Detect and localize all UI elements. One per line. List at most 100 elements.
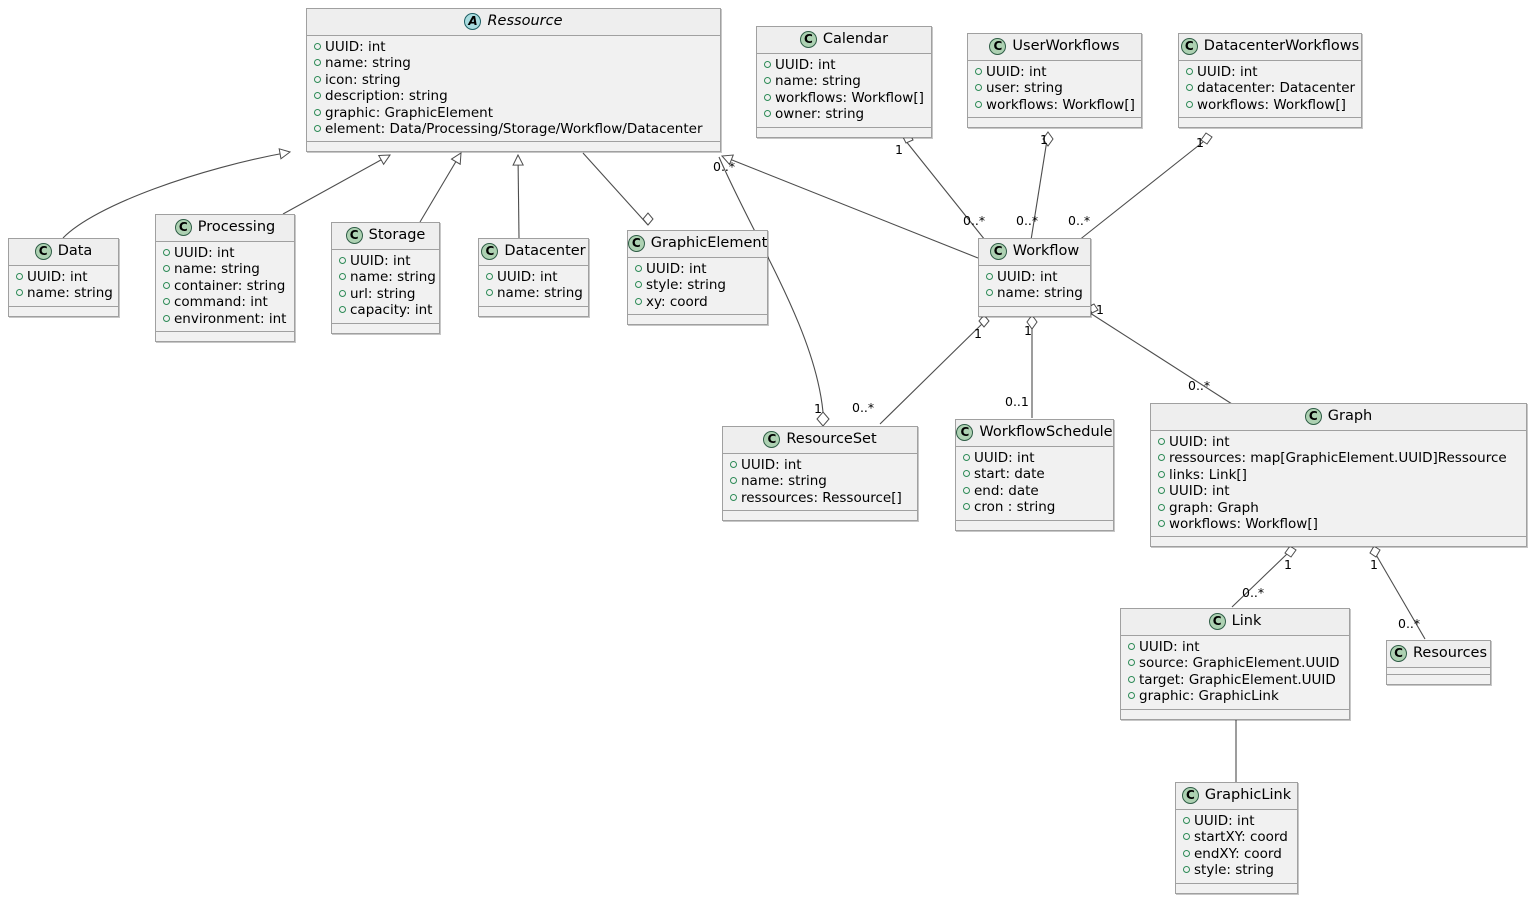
- multiplicity-label: 1: [974, 326, 982, 341]
- class-name-datacenterworkflows: DatacenterWorkflows: [1203, 38, 1360, 54]
- visibility-public-icon: [764, 77, 771, 85]
- attribute-text: command: int: [174, 294, 268, 311]
- visibility-public-icon: [986, 289, 993, 297]
- attribute-row: environment: int: [163, 311, 286, 327]
- attribute-text: capacity: int: [350, 302, 433, 319]
- class-attributes-resources: [1387, 668, 1490, 674]
- visibility-public-icon: [963, 454, 970, 461]
- multiplicity-label: 1: [1096, 302, 1104, 317]
- attribute-row: style: string: [1183, 862, 1289, 878]
- attribute-row: UUID: int: [163, 245, 286, 261]
- visibility-public-icon: [314, 59, 321, 67]
- attribute-text: source: GraphicElement.UUID: [1139, 655, 1340, 672]
- multiplicity-label: 0..*: [713, 159, 736, 174]
- attribute-row: endXY: coord: [1183, 846, 1289, 862]
- visibility-public-icon: [764, 93, 771, 101]
- attribute-text: end: date: [974, 482, 1039, 499]
- attribute-row: name: string: [16, 285, 113, 301]
- attribute-text: links: Link[]: [1169, 466, 1247, 483]
- visibility-public-icon: [1183, 817, 1190, 824]
- attribute-row: graphic: GraphicElement: [314, 105, 712, 121]
- class-name-resources: Resources: [1412, 645, 1488, 661]
- attribute-text: endXY: coord: [1194, 845, 1282, 862]
- visibility-public-icon: [339, 273, 346, 281]
- attribute-row: UUID: int: [975, 64, 1133, 80]
- attribute-text: user: string: [986, 80, 1063, 97]
- abstract-class-icon: A: [464, 13, 482, 30]
- visibility-public-icon: [963, 486, 970, 494]
- attribute-row: UUID: int: [486, 269, 580, 285]
- attribute-row: UUID: int: [339, 253, 431, 269]
- attribute-row: datacenter: Datacenter: [1186, 80, 1355, 96]
- multiplicity-label: 0..*: [1068, 213, 1091, 228]
- attribute-text: name: string: [775, 73, 861, 90]
- attribute-text: workflows: Workflow[]: [775, 89, 924, 106]
- class-box-resources[interactable]: C Resources: [1386, 640, 1491, 685]
- class-icon: C: [799, 31, 817, 48]
- attribute-row: UUID: int: [1158, 434, 1518, 450]
- class-operations-graphicelement: [628, 314, 767, 325]
- visibility-public-icon: [730, 461, 737, 468]
- edge-datacenterworkflows-workflow: [1077, 141, 1204, 242]
- edge-workflow-graph: [1089, 312, 1233, 405]
- visibility-public-icon: [339, 289, 346, 297]
- attribute-row: end: date: [963, 483, 1105, 499]
- diamond-graph-resources: [1369, 545, 1381, 558]
- class-name-data: Data: [57, 243, 93, 259]
- attribute-row: name: string: [314, 55, 712, 71]
- class-operations-userworkflows: [968, 117, 1141, 128]
- attribute-row: user: string: [975, 80, 1133, 96]
- class-icon: C: [1389, 645, 1407, 662]
- attribute-text: UUID: int: [1194, 813, 1255, 829]
- class-operations-workflow: [979, 305, 1090, 316]
- class-header-resources: C Resources: [1387, 641, 1490, 668]
- attribute-text: UUID: int: [1169, 434, 1230, 450]
- visibility-public-icon: [764, 110, 771, 118]
- attribute-row: UUID: int: [1183, 813, 1289, 829]
- visibility-public-icon: [163, 265, 170, 273]
- attribute-row: target: GraphicElement.UUID: [1128, 672, 1341, 688]
- attribute-row: UUID: int: [730, 457, 909, 473]
- attribute-text: name: string: [350, 269, 436, 286]
- attribute-row: source: GraphicElement.UUID: [1128, 655, 1341, 671]
- attribute-row: UUID: int: [16, 269, 110, 285]
- class-icon: C: [1181, 787, 1199, 804]
- attribute-row: workflows: Workflow[]: [764, 89, 924, 106]
- attribute-row: startXY: coord: [1183, 829, 1289, 845]
- attribute-text: workflows: Workflow[]: [986, 96, 1135, 113]
- attribute-row: cron : string: [963, 499, 1105, 515]
- class-name-processing: Processing: [197, 219, 276, 235]
- multiplicity-label: 0..*: [1242, 585, 1265, 600]
- attribute-text: UUID: int: [350, 253, 411, 269]
- class-operations-processing: [156, 331, 294, 342]
- attribute-row: container: string: [163, 278, 286, 294]
- attribute-row: UUID: int: [1128, 639, 1341, 655]
- visibility-public-icon: [1158, 470, 1165, 478]
- attribute-text: UUID: int: [741, 457, 802, 473]
- visibility-public-icon: [163, 314, 170, 322]
